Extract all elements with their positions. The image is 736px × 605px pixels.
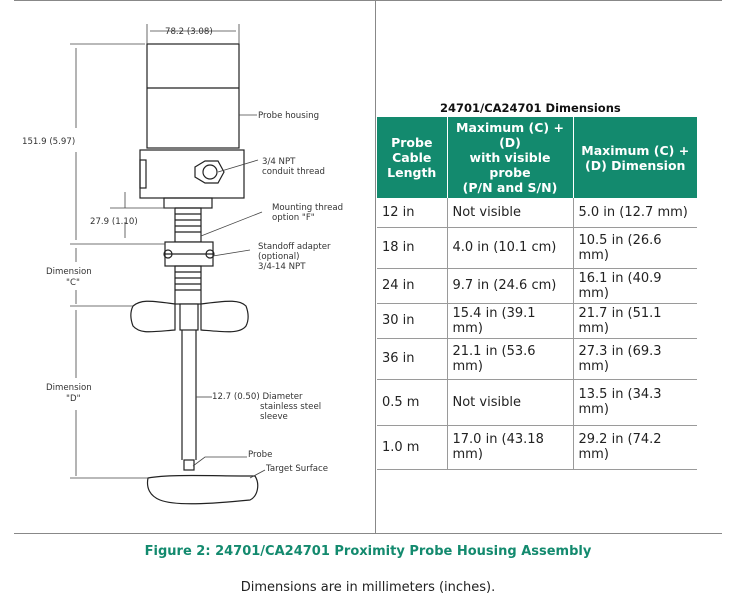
- cell-visible-probe: 17.0 in (43.18 mm): [447, 425, 574, 470]
- cell-max-dimension: 29.2 in (74.2 mm): [573, 425, 697, 470]
- units-note: Dimensions are in millimeters (inches).: [240, 580, 496, 595]
- height-dimension-label: 151.9 (5.97): [22, 137, 75, 147]
- cell-max-dimension: 27.3 in (69.3 mm): [573, 338, 697, 380]
- header-max-visible-probe: Maximum (C) + (D) with visible probe (P/…: [447, 117, 574, 198]
- probe-housing-label: Probe housing: [258, 111, 319, 121]
- target-surface: [146, 474, 259, 505]
- cell-visible-probe: 9.7 in (24.6 cm): [447, 268, 574, 304]
- cell-visible-probe: 15.4 in (39.1 mm): [447, 303, 574, 339]
- cell-cable-length: 24 in: [377, 268, 448, 304]
- table-row: 0.5 m Not visible 13.5 in (34.3 mm): [377, 379, 697, 426]
- probe-tip: [183, 459, 195, 471]
- dimension-c-label-line1: Dimension: [46, 267, 92, 277]
- dimension-d-label-line2: "D": [66, 394, 81, 404]
- cell-visible-probe: Not visible: [447, 198, 574, 228]
- table-row: 24 in 9.7 in (24.6 cm) 16.1 in (40.9 mm): [377, 268, 697, 304]
- probe-housing-body: [146, 43, 240, 149]
- mounting-label-line1: Mounting thread: [272, 203, 343, 213]
- mounting-label-line2: option "F": [272, 213, 315, 223]
- cell-max-dimension: 16.1 in (40.9 mm): [573, 268, 697, 304]
- standoff-label-line2: (optional): [258, 252, 300, 262]
- header-line: (D) Dimension: [585, 157, 686, 173]
- header-line: Probe: [391, 135, 433, 150]
- target-surface-label: Target Surface: [265, 464, 328, 474]
- frame-divider: [375, 0, 376, 533]
- cell-cable-length: 30 in: [377, 303, 448, 339]
- dimension-c-label-line2: "C": [66, 278, 80, 288]
- mounting-thread: [174, 207, 202, 243]
- table-title: 24701/CA24701 Dimensions: [440, 101, 621, 115]
- table-row: 30 in 15.4 in (39.1 mm) 21.7 in (51.1 mm…: [377, 303, 697, 339]
- table-row: 1.0 m 17.0 in (43.18 mm) 29.2 in (74.2 m…: [377, 425, 697, 470]
- cell-visible-probe: 21.1 in (53.6 mm): [447, 338, 574, 380]
- cell-max-dimension: 5.0 in (12.7 mm): [573, 198, 697, 228]
- conduit-label-line2: conduit thread: [262, 167, 325, 177]
- probe-assembly-drawing: 78.2 (3.08) 151.9 (5.97) 27.9 (1.10) Pro…: [22, 24, 343, 505]
- dimension-d-label-line1: Dimension: [46, 383, 92, 393]
- dimensions-table: Probe Cable Length Maximum (C) + (D) wit…: [377, 117, 697, 470]
- housing-base: [139, 149, 245, 199]
- frame-top-rule: [14, 0, 722, 1]
- sleeve-label-line1: 12.7 (0.50) Diameter: [212, 392, 303, 402]
- probe-label: Probe: [248, 450, 272, 460]
- sleeve-label-line3: sleeve: [260, 412, 288, 422]
- table-row: 12 in Not visible 5.0 in (12.7 mm): [377, 198, 697, 228]
- table-header-row: Probe Cable Length Maximum (C) + (D) wit…: [377, 117, 697, 198]
- header-line: (P/N and S/N): [462, 180, 558, 195]
- header-line: with visible probe: [469, 150, 551, 180]
- cell-cable-length: 36 in: [377, 338, 448, 380]
- cell-cable-length: 1.0 m: [377, 425, 448, 470]
- cell-max-dimension: 13.5 in (34.3 mm): [573, 379, 697, 426]
- header-max-dimension: Maximum (C) + (D) Dimension: [573, 117, 697, 198]
- cell-cable-length: 0.5 m: [377, 379, 448, 426]
- cell-visible-probe: Not visible: [447, 379, 574, 426]
- width-dimension-label: 78.2 (3.08): [165, 27, 213, 37]
- header-line: Cable: [392, 150, 432, 165]
- table-row: 36 in 21.1 in (53.6 mm) 27.3 in (69.3 mm…: [377, 338, 697, 380]
- sleeve-label-line2: stainless steel: [260, 402, 321, 412]
- header-line: Length: [387, 165, 437, 180]
- cell-visible-probe: 4.0 in (10.1 cm): [447, 227, 574, 269]
- header-line: Maximum (C) +: [581, 142, 690, 158]
- cell-cable-length: 12 in: [377, 198, 448, 228]
- header-line: (D): [499, 135, 521, 150]
- frame-bottom-rule: [14, 533, 722, 534]
- conduit-label-line1: 3/4 NPT: [262, 157, 296, 167]
- cell-max-dimension: 21.7 in (51.1 mm): [573, 303, 697, 339]
- cell-max-dimension: 10.5 in (26.6 mm): [573, 227, 697, 269]
- figure-caption: Figure 2: 24701/CA24701 Proximity Probe …: [144, 544, 592, 559]
- thread-dimension-label: 27.9 (1.10): [90, 217, 138, 227]
- standoff-label-line1: Standoff adapter: [258, 242, 331, 252]
- table-row: 18 in 4.0 in (10.1 cm) 10.5 in (26.6 mm): [377, 227, 697, 269]
- header-line: Maximum (C) +: [456, 120, 564, 135]
- conduit-nut: [194, 160, 225, 184]
- cell-cable-length: 18 in: [377, 227, 448, 269]
- standoff-label-line3: 3/4-14 NPT: [258, 262, 306, 272]
- header-probe-cable-length: Probe Cable Length: [377, 117, 448, 198]
